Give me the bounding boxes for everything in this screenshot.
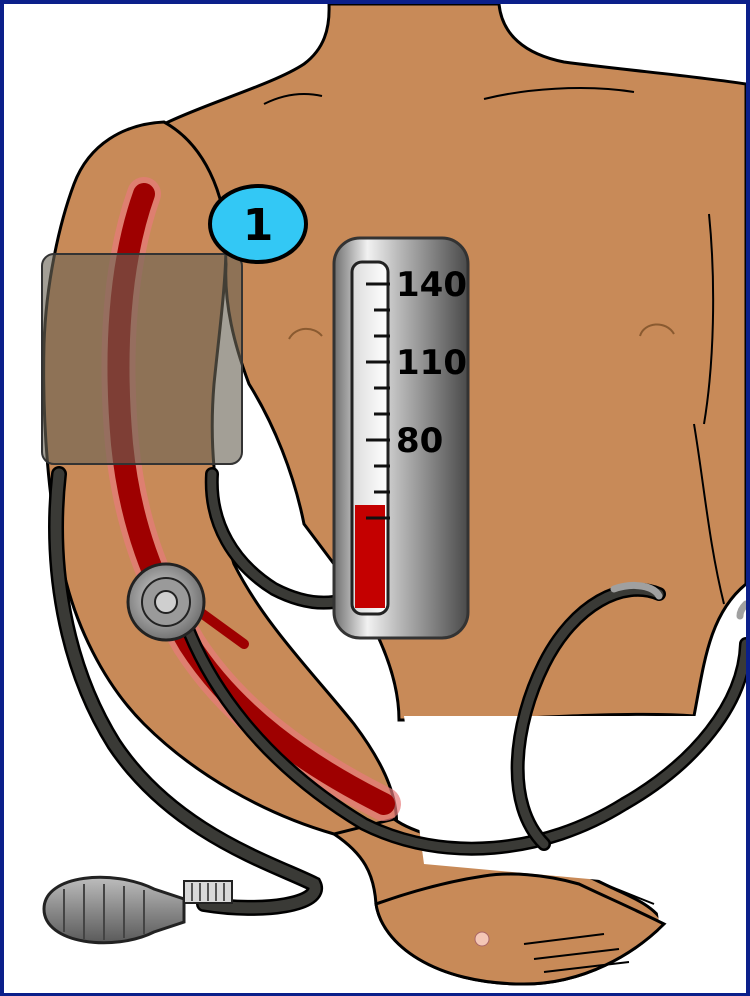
scale-label-140: 140	[396, 265, 467, 305]
blood-pressure-illustration: 1 140 110 80	[4, 4, 746, 993]
mercury-column	[355, 505, 385, 608]
badge-label: 1	[243, 200, 274, 251]
stethoscope-head	[128, 564, 204, 640]
scale-label-80: 80	[396, 421, 443, 461]
blood-pressure-cuff	[42, 254, 242, 464]
step-badge: 1	[210, 186, 306, 262]
mercury-gauge: 140 110 80	[334, 238, 468, 638]
scale-label-110: 110	[396, 343, 467, 383]
